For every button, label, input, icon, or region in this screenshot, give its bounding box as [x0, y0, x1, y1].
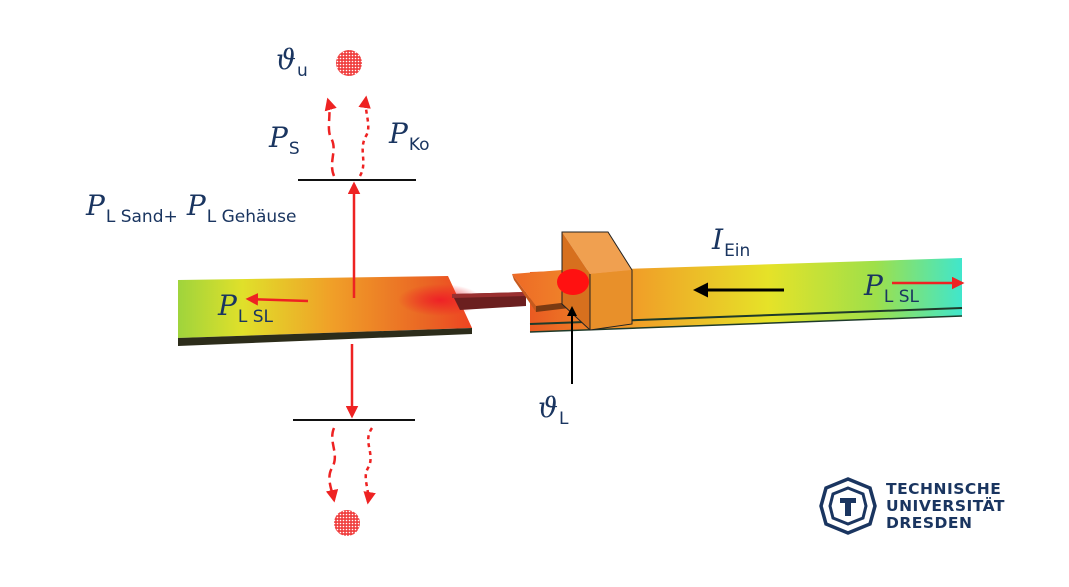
hotspot	[557, 269, 589, 295]
label-p-l-sl-left: PL SL	[218, 289, 273, 327]
fuse-neck	[452, 292, 526, 310]
ambient-temperature-dot-bottom	[334, 510, 360, 536]
tu-dresden-logo: TECHNISCHE UNIVERSITÄT DRESDEN	[818, 476, 1005, 536]
radiation-arrow-bottom	[325, 427, 339, 503]
logo-line-1: TECHNISCHE	[886, 479, 1002, 498]
label-i-ein: IEin	[712, 223, 751, 261]
label-theta-u: ϑu	[276, 43, 308, 81]
label-theta-l: ϑL	[538, 391, 569, 429]
ambient-temperature-dot-top	[336, 50, 362, 76]
logo-line-3: DRESDEN	[886, 513, 973, 532]
label-p-l-sand-gehaeuse: PL Sand+ PL Gehäuse	[86, 189, 297, 227]
convection-arrow-top	[358, 95, 371, 177]
label-p-l-sl-right: PL SL	[864, 269, 919, 307]
label-p-s: PS	[269, 121, 300, 159]
logo-line-2: UNIVERSITÄT	[886, 496, 1006, 515]
left-conductor-strip	[178, 276, 482, 346]
logo-wordmark: TECHNISCHE UNIVERSITÄT DRESDEN	[886, 479, 1006, 532]
tu-dresden-logo-icon	[819, 477, 877, 535]
radiation-arrow-top	[324, 97, 337, 177]
conductor-heat-arrow-left	[245, 293, 309, 306]
convection-arrow-bottom	[363, 427, 376, 505]
label-p-ko: PKo	[389, 117, 430, 155]
